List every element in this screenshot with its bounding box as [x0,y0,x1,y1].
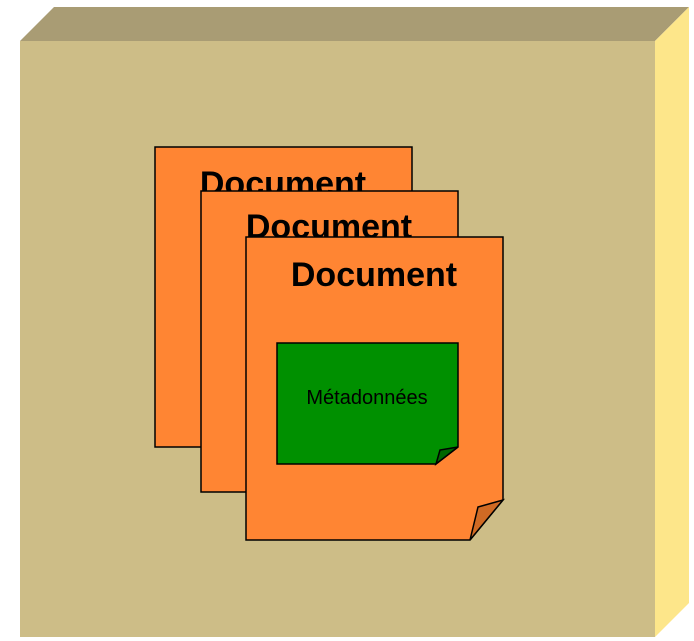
box-top-face [20,7,689,41]
box-side-face [655,7,689,637]
metadata-note-fold [434,446,459,466]
metadata-label: Métadonnées [306,387,427,409]
document-title-front: Document [291,256,457,294]
metadata-note: Métadonnées [276,342,459,466]
document-folded-corner [469,498,506,541]
